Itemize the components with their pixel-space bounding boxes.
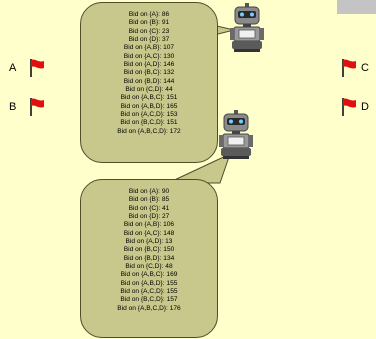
bid-line: Bid on {B}: 85 [128,196,170,204]
flag-label-b: B [9,101,17,113]
bid-line: Bid on {B,D}: 134 [123,254,175,262]
flag-icon[interactable] [340,58,358,78]
bid-line: Bid on {D}: 27 [128,213,170,221]
bid-line: Bid on {A,C,D}: 155 [120,288,178,296]
bid-line: Bid on {B,D}: 144 [123,77,175,85]
flag-icon[interactable] [28,58,46,78]
flag-label-c: C [361,62,369,74]
flag-icon[interactable] [28,97,46,117]
bid-line: Bid on {A,B,C}: 169 [120,271,178,279]
top-right-toolbar-strip [337,0,376,14]
bid-line: Bid on {B,C,D}: 151 [120,119,178,127]
bid-line: Bid on {B}: 91 [128,19,170,27]
bid-line: Bid on {B,C}: 132 [123,69,175,77]
bid-line: Bid on {A,B,C,D}: 172 [117,127,181,135]
robot-icon [230,3,264,52]
bid-line: Bid on {C}: 23 [128,27,170,35]
bid-bubble-bottom: Bid on {A}: 90 Bid on {B}: 85 Bid on {C}… [80,179,218,338]
bid-line: Bid on {A,C}: 148 [123,229,175,237]
bid-line: Bid on {B,C}: 150 [123,246,175,254]
flag-label-a: A [9,62,17,74]
bid-line: Bid on {A,D}: 13 [125,238,173,246]
bid-line: Bid on {B,C,D}: 157 [120,296,178,304]
bid-line: Bid on {A,C,D}: 153 [120,111,178,119]
bid-line: Bid on {A,B,C,D}: 176 [117,304,181,312]
bid-line: Bid on {A,B}: 107 [123,44,175,52]
bid-line: Bid on {A,C}: 130 [123,52,175,60]
bid-line: Bid on {A,D}: 146 [123,61,175,69]
bid-line: Bid on {C,D}: 44 [125,86,173,94]
bid-line: Bid on {D}: 37 [128,36,170,44]
flag-icon[interactable] [340,97,358,117]
bid-line: Bid on {A,B,D}: 165 [120,102,178,110]
bid-line: Bid on {A,B,C}: 151 [120,94,178,102]
bid-line: Bid on {A,B,D}: 155 [120,279,178,287]
bid-line: Bid on {C,D}: 48 [125,263,173,271]
robot-icon [219,110,253,159]
bid-line: Bid on {A,B}: 106 [123,221,175,229]
bid-line: Bid on {A}: 90 [128,188,170,195]
bid-line: Bid on {A}: 86 [128,11,170,18]
flag-label-d: D [361,101,369,113]
bid-bubble-top: Bid on {A}: 86 Bid on {B}: 91 Bid on {C}… [80,2,218,163]
bid-line: Bid on {C}: 41 [128,204,170,212]
